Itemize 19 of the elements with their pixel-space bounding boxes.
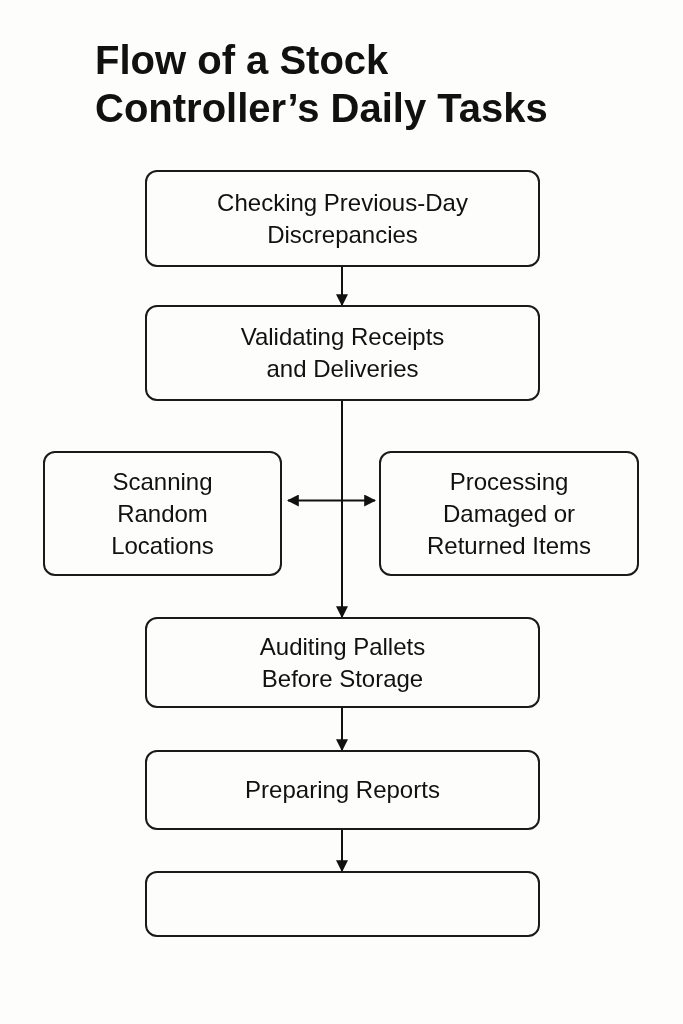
box-label: Checking Previous-Day Discrepancies bbox=[216, 187, 469, 250]
arrow bbox=[336, 707, 348, 752]
arrow bbox=[336, 829, 348, 873]
box-label: Scanning Random Locations bbox=[110, 466, 215, 561]
box-label: Processing Damaged or Returned Items bbox=[425, 466, 593, 561]
process-box bbox=[145, 617, 540, 708]
arrow bbox=[336, 400, 348, 619]
box-label: Preparing Reports bbox=[245, 775, 440, 805]
box-label: Auditing Pallets Before Storage bbox=[258, 631, 427, 694]
box-label: Validating Receipts and Deliveries bbox=[239, 322, 446, 384]
process-box bbox=[43, 451, 282, 576]
arrow bbox=[286, 494, 377, 507]
process-box bbox=[145, 170, 540, 267]
empty-process-box bbox=[145, 871, 540, 937]
process-box bbox=[379, 451, 639, 576]
process-box bbox=[145, 750, 540, 830]
diagram-title: Flow of a Stock Controller’s Daily Tasks bbox=[95, 37, 549, 132]
arrow bbox=[336, 266, 348, 307]
process-box bbox=[145, 305, 540, 401]
